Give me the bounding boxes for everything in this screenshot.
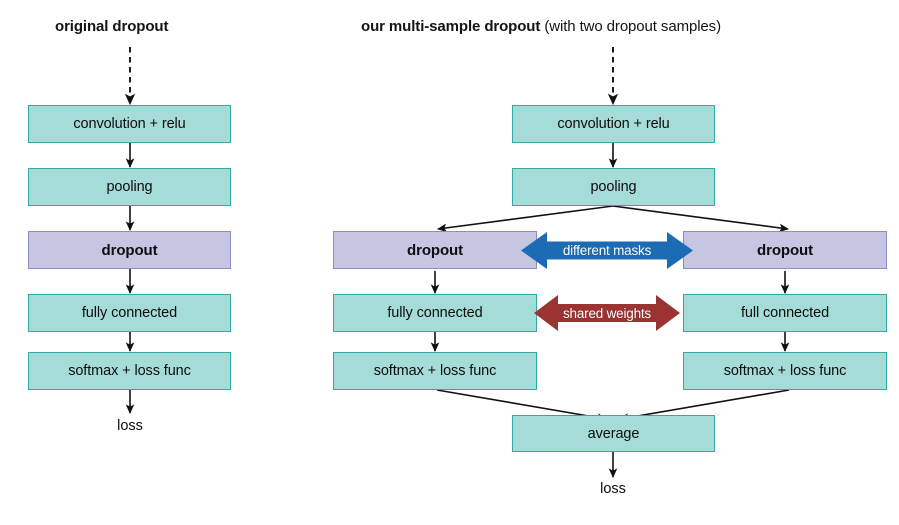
arrow-pooling-to-dropout-right [612, 205, 789, 233]
node-label: dropout [407, 241, 463, 259]
right-panel-title-bold: our multi-sample dropout [361, 18, 541, 35]
connector-different-masks[interactable]: different masks [521, 230, 693, 271]
node-fully-connected-left[interactable]: fully connected [28, 294, 231, 332]
node-softmax-loss-func-branch-right[interactable]: softmax + loss func [683, 352, 887, 390]
node-dropout-branch-left[interactable]: dropout [333, 231, 537, 269]
node-label: softmax + loss func [723, 363, 847, 379]
shared-weights-double-arrow-icon [534, 295, 680, 331]
node-average[interactable]: average [512, 415, 715, 452]
node-label: softmax + loss func [68, 363, 191, 379]
node-label: convolution + relu [73, 116, 186, 132]
different-masks-double-arrow-icon [521, 232, 693, 269]
node-pooling-right[interactable]: pooling [512, 168, 715, 206]
node-label: convolution + relu [557, 116, 670, 132]
output-label-left: loss [117, 418, 143, 434]
node-label: dropout [101, 241, 158, 259]
node-fully-connected-branch-left[interactable]: fully connected [333, 294, 537, 332]
node-label: fully connected [81, 305, 178, 321]
output-label-right: loss [600, 481, 626, 497]
node-convolution-relu-right[interactable]: convolution + relu [512, 105, 715, 143]
node-label: pooling [590, 179, 637, 195]
node-pooling-left[interactable]: pooling [28, 168, 231, 206]
node-dropout-left[interactable]: dropout [28, 231, 231, 269]
connector-shared-weights[interactable]: shared weights [534, 293, 680, 333]
node-softmax-loss-func-left[interactable]: softmax + loss func [28, 352, 231, 390]
arrow-pooling-to-dropout-left [437, 205, 614, 233]
connector-label: shared weights [562, 305, 651, 321]
node-dropout-branch-right[interactable]: dropout [683, 231, 887, 269]
node-label: fully connected [387, 305, 483, 321]
connector-label: different masks [562, 243, 652, 258]
node-full-connected-branch-right[interactable]: full connected [683, 294, 887, 332]
right-panel-title: our multi-sample dropout (with two dropo… [361, 18, 721, 35]
right-panel-title-regular: (with two dropout samples) [540, 18, 721, 35]
node-label: pooling [106, 179, 153, 195]
node-label: average [587, 425, 640, 442]
node-label: dropout [757, 241, 813, 259]
node-convolution-relu-left[interactable]: convolution + relu [28, 105, 231, 143]
node-label: full connected [740, 305, 830, 321]
node-softmax-loss-func-branch-left[interactable]: softmax + loss func [333, 352, 537, 390]
left-panel-title: original dropout [55, 18, 169, 35]
node-label: softmax + loss func [373, 363, 497, 379]
